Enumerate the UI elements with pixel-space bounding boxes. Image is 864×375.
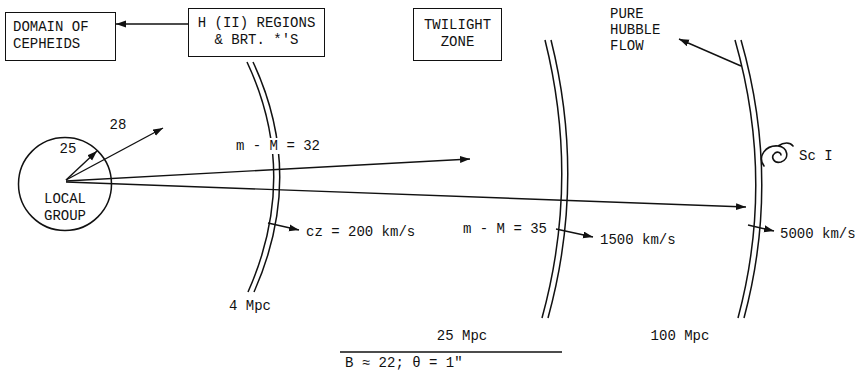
pointer-arrow xyxy=(679,39,741,66)
zone-box: H (II) REGIONS & BRT. *'S xyxy=(188,8,325,57)
distance-label: 25 Mpc xyxy=(435,328,489,344)
galaxy-type-label: Sc I xyxy=(797,148,835,164)
velocity-arrow xyxy=(268,223,299,230)
distance-modulus: 25 xyxy=(58,141,79,157)
radius-arrow xyxy=(66,128,163,180)
spiral-galaxy-symbol xyxy=(762,143,793,166)
distance-arc xyxy=(741,40,762,318)
underline xyxy=(340,351,562,352)
distance-label: 4 Mpc xyxy=(227,298,273,314)
radius-arrow xyxy=(66,159,470,181)
node-text: H (II) REGIONS & BRT. *'S xyxy=(196,15,318,49)
connector-arrow xyxy=(116,23,188,25)
distance-modulus: m - M = 35 xyxy=(461,221,549,237)
node-text: DOMAIN OF CEPHEIDS xyxy=(13,19,107,53)
distance-arc xyxy=(247,62,274,292)
distance-arc xyxy=(253,62,280,292)
distance-modulus: m - M = 32 xyxy=(234,138,322,154)
node-text: LOCAL GROUP xyxy=(39,191,91,225)
velocity-label: 1500 km/s xyxy=(598,232,678,248)
circle-outline xyxy=(19,138,112,231)
distance-arc xyxy=(542,40,562,318)
velocity-arrow xyxy=(556,229,593,237)
distance-arc xyxy=(548,40,568,318)
distance-label: 100 Mpc xyxy=(649,328,712,344)
distance-modulus: 28 xyxy=(108,117,129,133)
zone-box: DOMAIN OF CEPHEIDS xyxy=(5,12,116,61)
velocity-label: 5000 km/s xyxy=(778,226,858,242)
radius-arrow xyxy=(66,182,746,207)
region-label: PURE HUBBLE FLOW xyxy=(608,6,672,54)
zone-box: TWILIGHT ZONE xyxy=(413,8,502,61)
limit-note: B ≈ 22; θ = 1" xyxy=(343,355,465,371)
velocity-label: cz = 200 km/s xyxy=(304,224,417,240)
velocity-arrow xyxy=(748,225,774,231)
node-text: TWILIGHT ZONE xyxy=(421,17,495,51)
